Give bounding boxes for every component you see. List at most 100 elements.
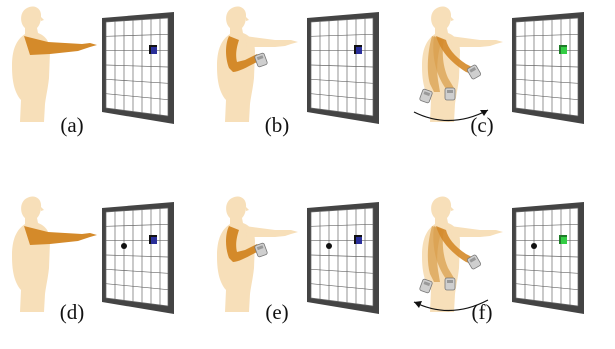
screen-surface [106,18,168,116]
panel-a [12,6,174,124]
arm-outstretched [24,36,97,55]
grid-line-h [310,93,374,101]
controller-body [254,242,268,258]
person-nose [246,17,249,21]
arm-bent [226,36,261,72]
panel-e [217,196,379,314]
person-nose [41,17,44,21]
target-dot [531,243,537,249]
grid-line-h [310,254,374,258]
controller-body [419,278,433,294]
person-nose [246,207,249,211]
grid-line-h [105,268,169,274]
person-body [12,6,50,123]
target-dot [121,243,127,249]
controller-button [469,67,477,73]
grid-line-h [310,297,374,307]
arm-pointing [245,226,298,237]
screen-display [307,202,379,314]
screen-display [512,202,584,314]
screen-surface [311,208,373,306]
controller-icon [419,278,433,294]
arm-pointing [450,36,503,47]
screen-surface [311,18,373,116]
screen-surface [106,208,168,306]
swing-arrow [413,109,489,122]
grid-line-h [105,254,169,258]
grid-line-h [515,223,579,227]
grid-line-h [515,268,579,274]
controller-body [444,87,456,101]
arm-swing-right [436,226,474,264]
controller-icon [254,242,268,258]
controller-body [444,277,456,291]
grid-line-h [515,254,579,258]
grid-marker [151,47,157,54]
grid-marker [561,237,567,244]
controller-icon [467,64,481,80]
screen-display [512,12,584,124]
grid-line-h [515,107,579,117]
controller-button [256,55,264,61]
grid-line-h [310,207,374,213]
grid-line-h [310,78,374,84]
person-body [12,196,50,312]
panel-label: (c) [470,113,494,137]
controller-icon [467,254,481,270]
panel-label: (d) [59,300,85,324]
panel-d [12,196,174,314]
grid-marker [151,237,157,244]
grid-marker [356,47,362,54]
controller-body [254,52,268,68]
screen-display [102,12,174,124]
panel-f [413,196,584,314]
arm-swing-right [436,36,474,74]
grid-marker [561,47,567,54]
grid-line-h [105,17,169,23]
arm-pointing [245,36,298,47]
controller-button [423,281,431,287]
controller-icon [444,87,456,101]
grid-line-h [515,64,579,68]
grid-line-h [105,297,169,307]
arm-outstretched [24,226,97,245]
panel-c [413,6,584,124]
arm-bent [226,226,261,262]
grid-line-h [310,268,374,274]
controller-button [256,245,264,251]
swing-arrowhead [414,301,422,308]
controller-body [467,64,481,80]
controller-icon [444,277,456,291]
grid-line-h [515,283,579,291]
swing-arrowhead [480,110,488,116]
person-nose [451,207,454,211]
grid-line-h [310,283,374,291]
panel-label: (a) [60,113,84,137]
grid-line-h [310,107,374,117]
swing-arrow [413,299,489,312]
panel-label: (e) [265,300,289,324]
controller-button [469,257,477,263]
controller-body [467,254,481,270]
grid-line-h [515,297,579,307]
grid-line-h [515,78,579,84]
grid-line-h [515,17,579,23]
target-dot [326,243,332,249]
controller-icon [419,88,433,104]
person-nose [41,207,44,211]
person-nose [451,17,454,21]
screen-surface [516,18,578,116]
grid-line-h [105,93,169,101]
arm-pointing [450,226,503,237]
grid-line-h [105,107,169,117]
grid-line-h [105,64,169,68]
grid-line-h [310,223,374,227]
arm-swing-middle [433,36,454,92]
grid-line-h [515,93,579,101]
grid-marker [356,237,362,244]
grid-line-h [105,33,169,37]
grid-line-h [105,283,169,291]
screen-surface [516,208,578,306]
controller-body [419,88,433,104]
